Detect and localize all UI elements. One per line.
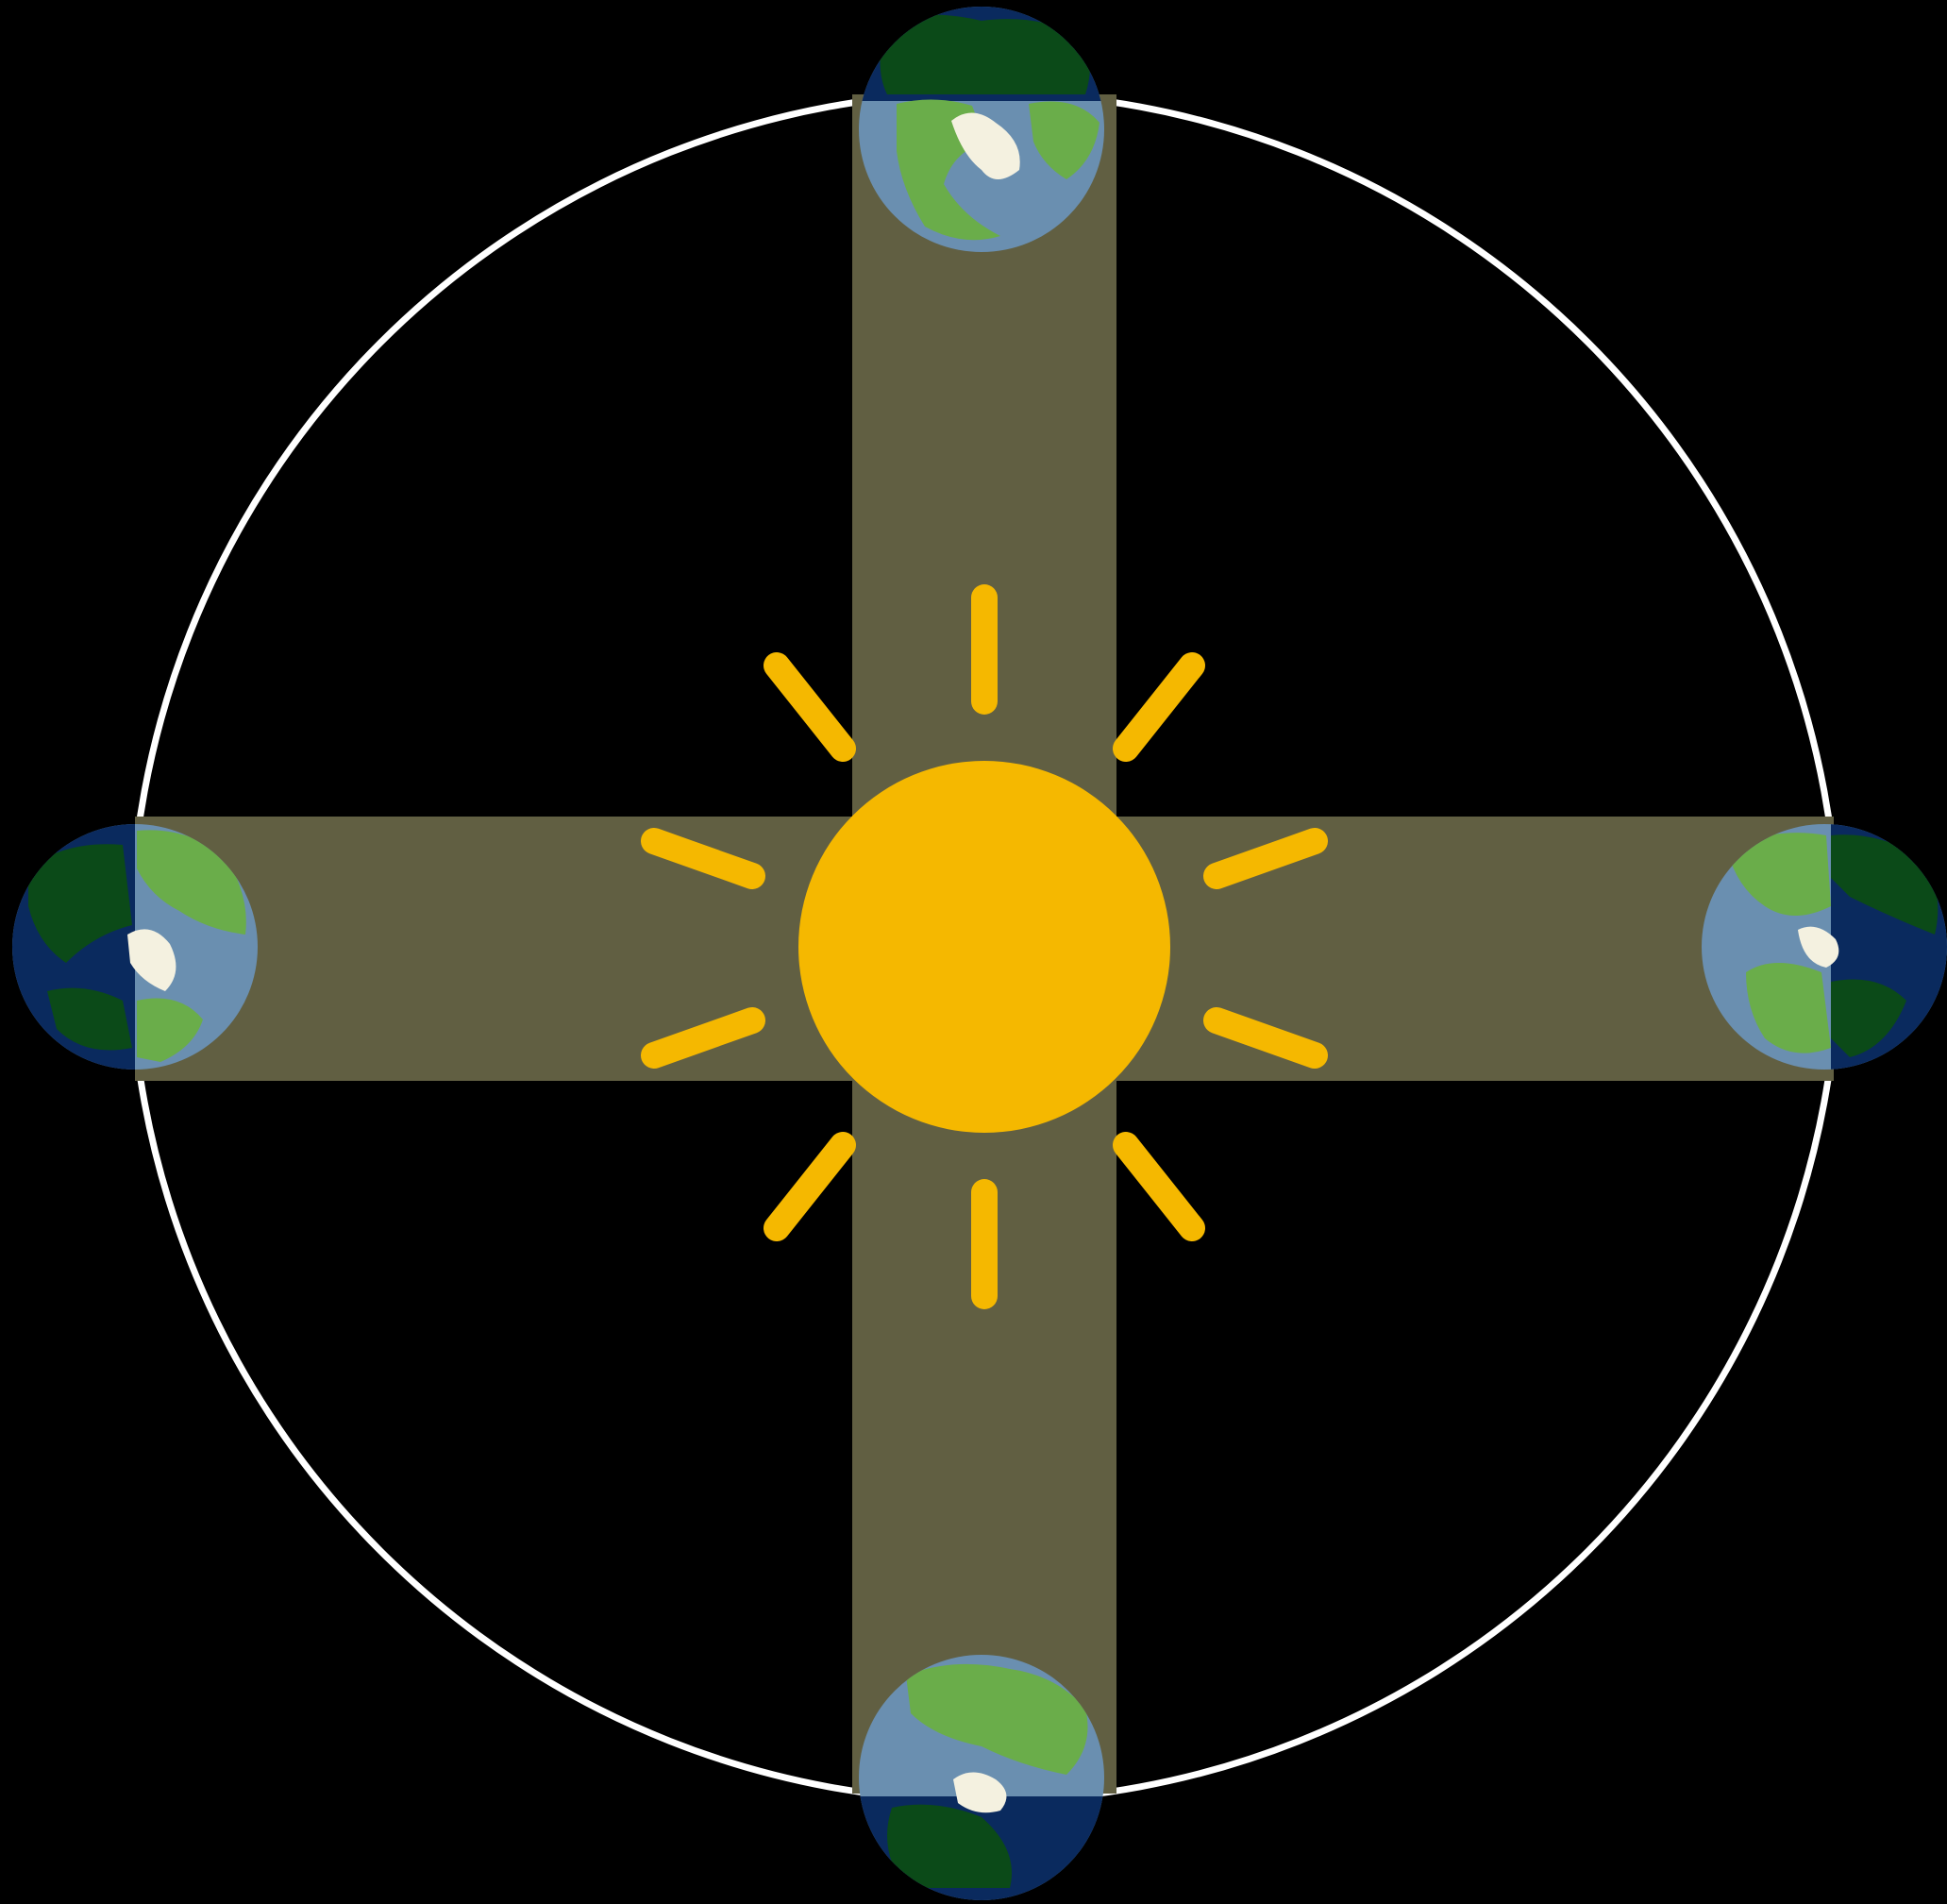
sun-ray	[777, 1145, 843, 1228]
earth-land-night	[881, 14, 1091, 94]
earth-globe-icon	[1702, 824, 1947, 1070]
sun-ray	[777, 666, 843, 749]
sun-disc	[798, 761, 1170, 1133]
sun-ray	[1126, 1145, 1192, 1228]
earth-globe-icon	[859, 7, 1104, 252]
earth-globe-icon	[859, 1655, 1104, 1900]
earth-globe-icon	[12, 824, 258, 1070]
sun-ray	[1126, 666, 1192, 749]
